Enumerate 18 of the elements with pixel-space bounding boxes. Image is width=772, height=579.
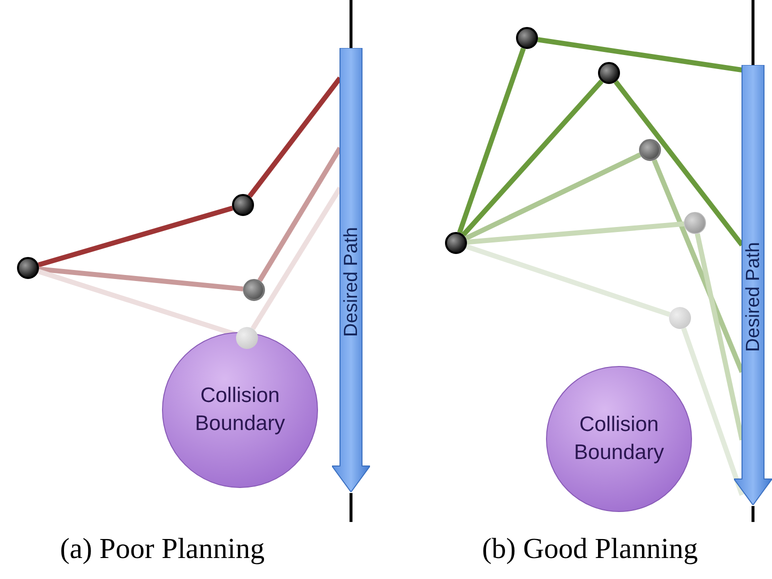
arm-link [466, 244, 670, 317]
path-arrow [332, 48, 370, 492]
panel-caption: (a) Poor Planning [60, 532, 265, 567]
boundary-label: Collision Boundary [194, 383, 286, 437]
path-arrow [734, 65, 772, 505]
arm-link [681, 328, 744, 496]
panel-caption: (b) Good Planning [482, 532, 698, 567]
arm-link [248, 76, 342, 198]
arm-link [466, 221, 684, 245]
arm-link [614, 80, 744, 247]
arm-link [38, 266, 244, 292]
path-label: Desired Path [744, 242, 762, 352]
arm-link [538, 37, 742, 72]
boundary-label: Collision Boundary [573, 412, 665, 466]
arm-link [462, 80, 604, 236]
arm-link [457, 48, 526, 234]
path-label: Desired Path [342, 227, 360, 337]
arm-link [38, 206, 234, 268]
